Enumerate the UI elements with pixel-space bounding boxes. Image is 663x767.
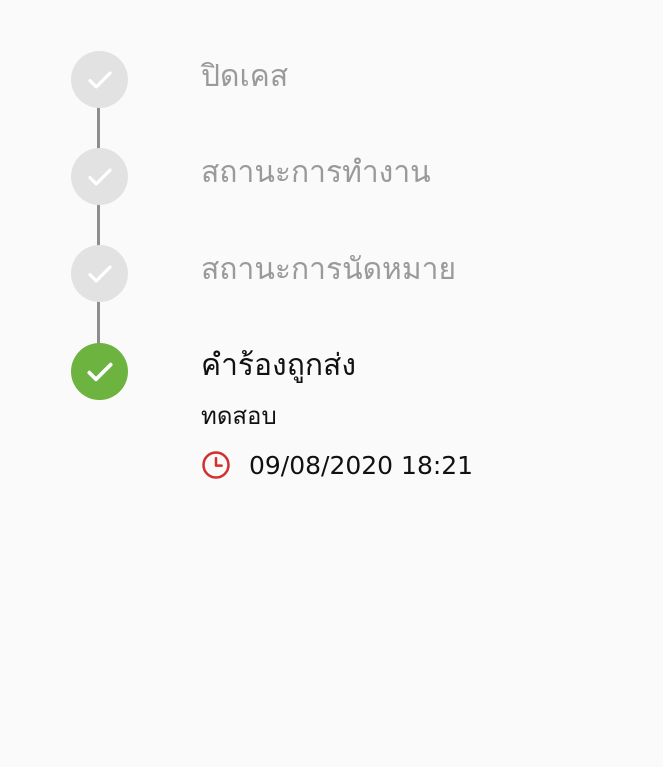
timeline-connector [97,300,100,350]
check-icon [86,362,113,381]
step-status-dot [71,343,128,400]
step-status-dot [71,245,128,302]
clock-icon [202,451,230,479]
step-status-dot [71,148,128,205]
check-icon [87,71,112,88]
step-title: ปิดเคส [201,59,289,94]
step-description: ทดสอบ [201,402,277,430]
step-timestamp: 09/08/2020 18:21 [249,450,474,480]
step-status-dot [71,51,128,108]
check-icon [87,168,112,185]
check-icon [87,265,112,282]
timeline-connector [97,106,100,156]
step-title: สถานะการทำงาน [201,155,431,190]
step-title: สถานะการนัดหมาย [201,252,457,287]
step-timestamp-row: 09/08/2020 18:21 [201,447,473,483]
step-title: คำร้องถูกส่ง [201,348,356,383]
timeline-connector [97,203,100,253]
